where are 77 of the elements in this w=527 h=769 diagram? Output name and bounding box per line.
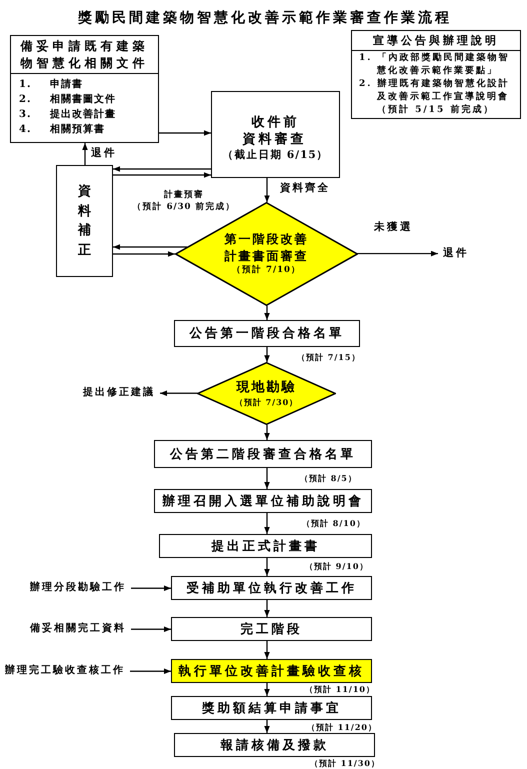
box-text: 完工階段 [240, 620, 302, 638]
box-text: 收件前資料審查 [242, 114, 308, 149]
box-text: 現地勘驗 [236, 378, 296, 397]
arrow [264, 513, 270, 534]
list-item: 1. 「內政部獎勵民間建築物智慧化改善示範作業要點」 [359, 52, 511, 78]
box-text: 獎助額結算申請事宜 [202, 700, 342, 716]
info-box [10, 35, 159, 143]
list-item: 1. 申請書 [19, 78, 83, 92]
date-note: （預計 9/10） [305, 561, 368, 571]
date-note: （預計 11/20） [307, 722, 377, 732]
arrow [82, 143, 88, 165]
box-text: 公告第一階段合格名單 [190, 325, 344, 342]
process-box [159, 534, 372, 558]
arrow [264, 600, 270, 617]
box-heading: 宣導公告與辦理說明 [352, 31, 520, 51]
arrow [160, 390, 198, 396]
arrow [264, 468, 270, 489]
arrow [130, 668, 171, 674]
edge-label: 退件 [91, 147, 117, 160]
date-note: （預計 11/10） [305, 684, 375, 694]
process-box [171, 696, 372, 720]
date-note: （預計 8/5） [300, 473, 357, 483]
process-box [56, 165, 113, 277]
side-note: 辦理分段勘驗工作 [30, 582, 126, 594]
edge-label: 計畫預審（預計 6/30 前完成） [132, 189, 236, 213]
process-box [154, 440, 372, 468]
arrow [264, 347, 270, 362]
box-text: 執行單位改善計畫驗收查核 [178, 662, 364, 680]
box-text: 資料補正 [77, 183, 92, 260]
arrow [264, 641, 270, 659]
process-box [174, 733, 375, 757]
arrow [113, 166, 211, 172]
edge-label: 資料齊全 [280, 182, 330, 196]
arrow [264, 178, 270, 202]
arrow [113, 172, 211, 178]
date-text: （截止日期 6/15） [222, 148, 329, 162]
date-note: （預計 8/10） [302, 518, 366, 528]
info-box [351, 30, 521, 119]
arrow [357, 250, 438, 256]
box-text: 報請核備及撥款 [220, 736, 329, 754]
arrow [264, 424, 270, 440]
arrow [264, 306, 270, 320]
side-note: 提出修正建議 [83, 387, 155, 400]
process-box [211, 91, 340, 178]
title: 獎勵民間建築物智慧化改善示範作業審查作業流程 [78, 10, 452, 28]
arrow [264, 683, 270, 696]
arrow [131, 585, 171, 592]
date-note: （預計 11/30） [310, 758, 380, 768]
arrow [264, 720, 270, 733]
date-text: （預計 7/30） [234, 397, 298, 408]
list-item: 2. 辦理既有建築物智慧化設計及改善示範工作宣導說明會（預計 5/15 前完成） [359, 78, 511, 117]
box-text: 提出正式計畫書 [211, 538, 320, 554]
process-box [171, 659, 372, 683]
arrow [159, 130, 211, 136]
list-item: 4. 相關預算書 [19, 122, 105, 137]
process-box [171, 576, 372, 600]
edge-label: 未獲選 [374, 221, 413, 234]
date-text: （預計 7/10） [232, 264, 301, 277]
arrow [264, 558, 270, 576]
box-text: 第一階段改善計畫書面審查 [224, 231, 310, 264]
list-item: 3. 提出改善計畫 [19, 107, 116, 122]
side-note: 辦理完工驗收查核工作 [5, 665, 125, 678]
decision-diamond [197, 362, 336, 425]
box-heading: 備妥申請既有建築物智慧化相關文件 [11, 36, 158, 74]
process-box [171, 617, 372, 641]
arrow [131, 626, 171, 632]
box-text: 公告第二階段審查合格名單 [170, 446, 356, 462]
box-text: 受補助單位執行改善工作 [186, 580, 357, 596]
box-text: 辦理召開入選單位補助說明會 [162, 492, 364, 510]
side-note: 退件 [443, 247, 469, 260]
date-note: （預計 7/15） [297, 352, 360, 362]
side-note: 備妥相關完工資料 [30, 623, 126, 636]
arrow [113, 244, 188, 250]
process-box [174, 320, 360, 347]
list-item: 2. 相關書圖文件 [19, 92, 116, 107]
process-box [154, 489, 372, 513]
arrow [113, 251, 175, 257]
